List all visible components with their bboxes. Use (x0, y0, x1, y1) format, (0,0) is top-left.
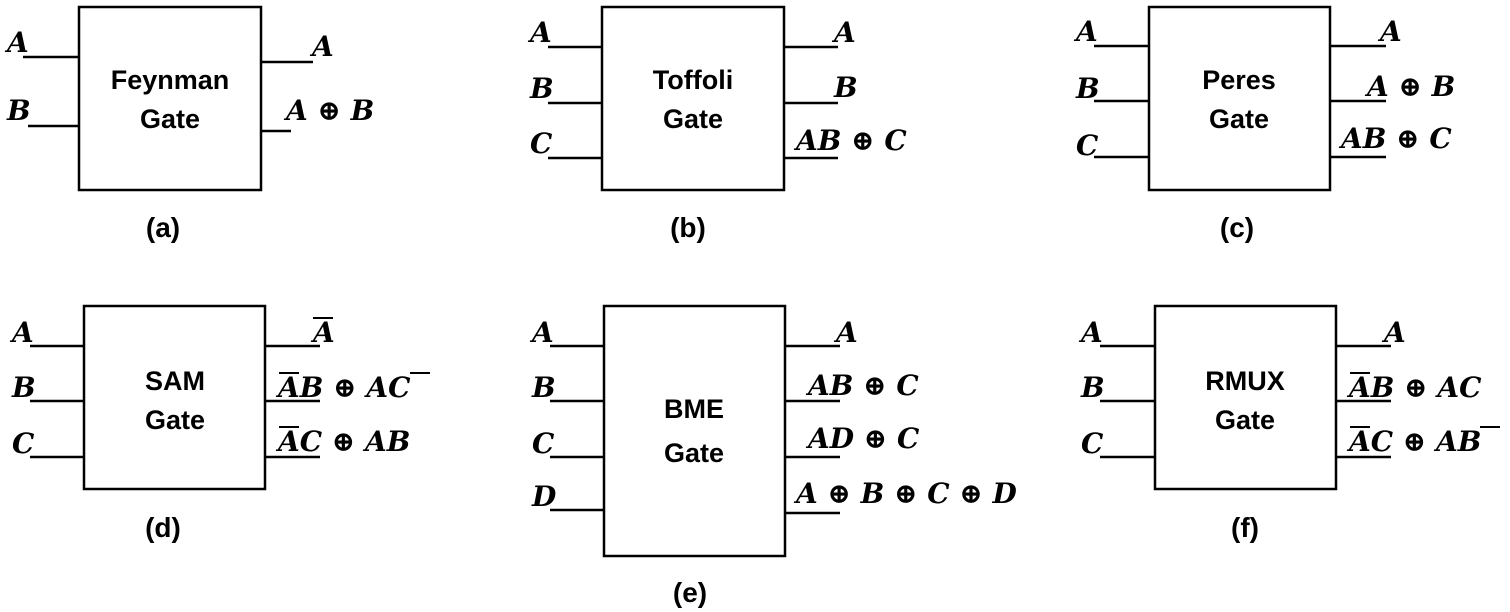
feynman-gate-subtitle: Gate (140, 104, 200, 134)
sam-input-a: A (9, 316, 34, 349)
toffoli-output-1: A (831, 16, 856, 49)
toffoli-gate: A B C Toffoli Gate A B AB ⊕ C (b) (527, 5, 907, 243)
sam-output-1: A (310, 316, 335, 349)
toffoli-gate-box (600, 5, 786, 192)
bme-input-d: D (531, 480, 557, 513)
feynman-gate-title: Feynman (111, 65, 230, 95)
rmux-input-a: A (1078, 316, 1103, 349)
sam-gate: A B C SAM Gate A AB ⊕ AC AC ⊕ AB (d) (9, 304, 430, 543)
bme-gate-subtitle: Gate (664, 438, 724, 468)
sam-caption: (d) (145, 512, 181, 543)
rmux-output-2: AB ⊕ AC (1346, 371, 1482, 404)
bme-caption: (e) (673, 577, 707, 608)
bme-output-3: AD ⊕ C (805, 422, 920, 455)
feynman-gate: A B Feynman Gate A A ⊕ B (a) (4, 5, 374, 243)
peres-gate-title: Peres (1202, 65, 1276, 95)
bme-output-2: AB ⊕ C (805, 369, 919, 402)
rmux-input-c: C (1081, 427, 1104, 460)
rmux-caption: (f) (1231, 512, 1259, 543)
toffoli-output-3: AB ⊕ C (793, 124, 907, 157)
bme-gate-box (602, 304, 787, 558)
peres-input-b: B (1075, 72, 1100, 105)
feynman-output-2: A ⊕ B (283, 94, 374, 127)
feynman-input-a: A (4, 26, 29, 59)
bme-input-b: B (531, 371, 556, 404)
toffoli-caption: (b) (670, 212, 706, 243)
sam-output-3: AC ⊕ AB (275, 425, 410, 458)
toffoli-input-a: A (527, 16, 552, 49)
feynman-caption: (a) (146, 212, 180, 243)
rmux-gate-title: RMUX (1205, 366, 1285, 396)
sam-output-2: AB ⊕ AC (275, 371, 411, 404)
peres-output-3: AB ⊕ C (1338, 122, 1452, 155)
toffoli-input-b: B (529, 72, 554, 105)
rmux-input-b: B (1080, 371, 1105, 404)
rmux-output-3: AC ⊕ AB (1346, 425, 1481, 458)
feynman-gate-box (77, 5, 263, 192)
peres-output-2: A ⊕ B (1364, 70, 1455, 103)
rmux-gate: A B C RMUX Gate A AB ⊕ AC AC ⊕ AB (f) (1078, 304, 1500, 543)
peres-output-1: A (1377, 15, 1402, 48)
feynman-input-b: B (6, 94, 31, 127)
rmux-gate-subtitle: Gate (1215, 405, 1275, 435)
rmux-gate-box (1153, 304, 1338, 491)
peres-input-c: C (1076, 129, 1099, 162)
bme-gate: A B C D BME Gate A AB ⊕ C AD ⊕ C A ⊕ B ⊕… (529, 304, 1018, 608)
peres-gate: A B C Peres Gate A A ⊕ B AB ⊕ C (c) (1073, 5, 1455, 243)
bme-input-c: C (532, 427, 555, 460)
bme-gate-title: BME (664, 394, 724, 424)
sam-gate-box (82, 304, 267, 491)
rmux-output-1: A (1381, 316, 1406, 349)
bme-input-a: A (529, 316, 554, 349)
peres-gate-box (1147, 5, 1332, 192)
sam-input-b: B (11, 371, 36, 404)
sam-input-c: C (12, 427, 35, 460)
toffoli-input-c: C (530, 127, 553, 160)
peres-caption: (c) (1220, 212, 1254, 243)
peres-input-a: A (1073, 15, 1098, 48)
sam-gate-subtitle: Gate (145, 405, 205, 435)
toffoli-gate-subtitle: Gate (663, 104, 723, 134)
toffoli-output-2: B (833, 71, 858, 104)
feynman-output-1: A (309, 30, 334, 63)
peres-gate-subtitle: Gate (1209, 104, 1269, 134)
bme-output-1: A (833, 316, 858, 349)
bme-output-4: A ⊕ B ⊕ C ⊕ D (793, 477, 1018, 510)
toffoli-gate-title: Toffoli (653, 65, 733, 95)
sam-gate-title: SAM (145, 366, 205, 396)
